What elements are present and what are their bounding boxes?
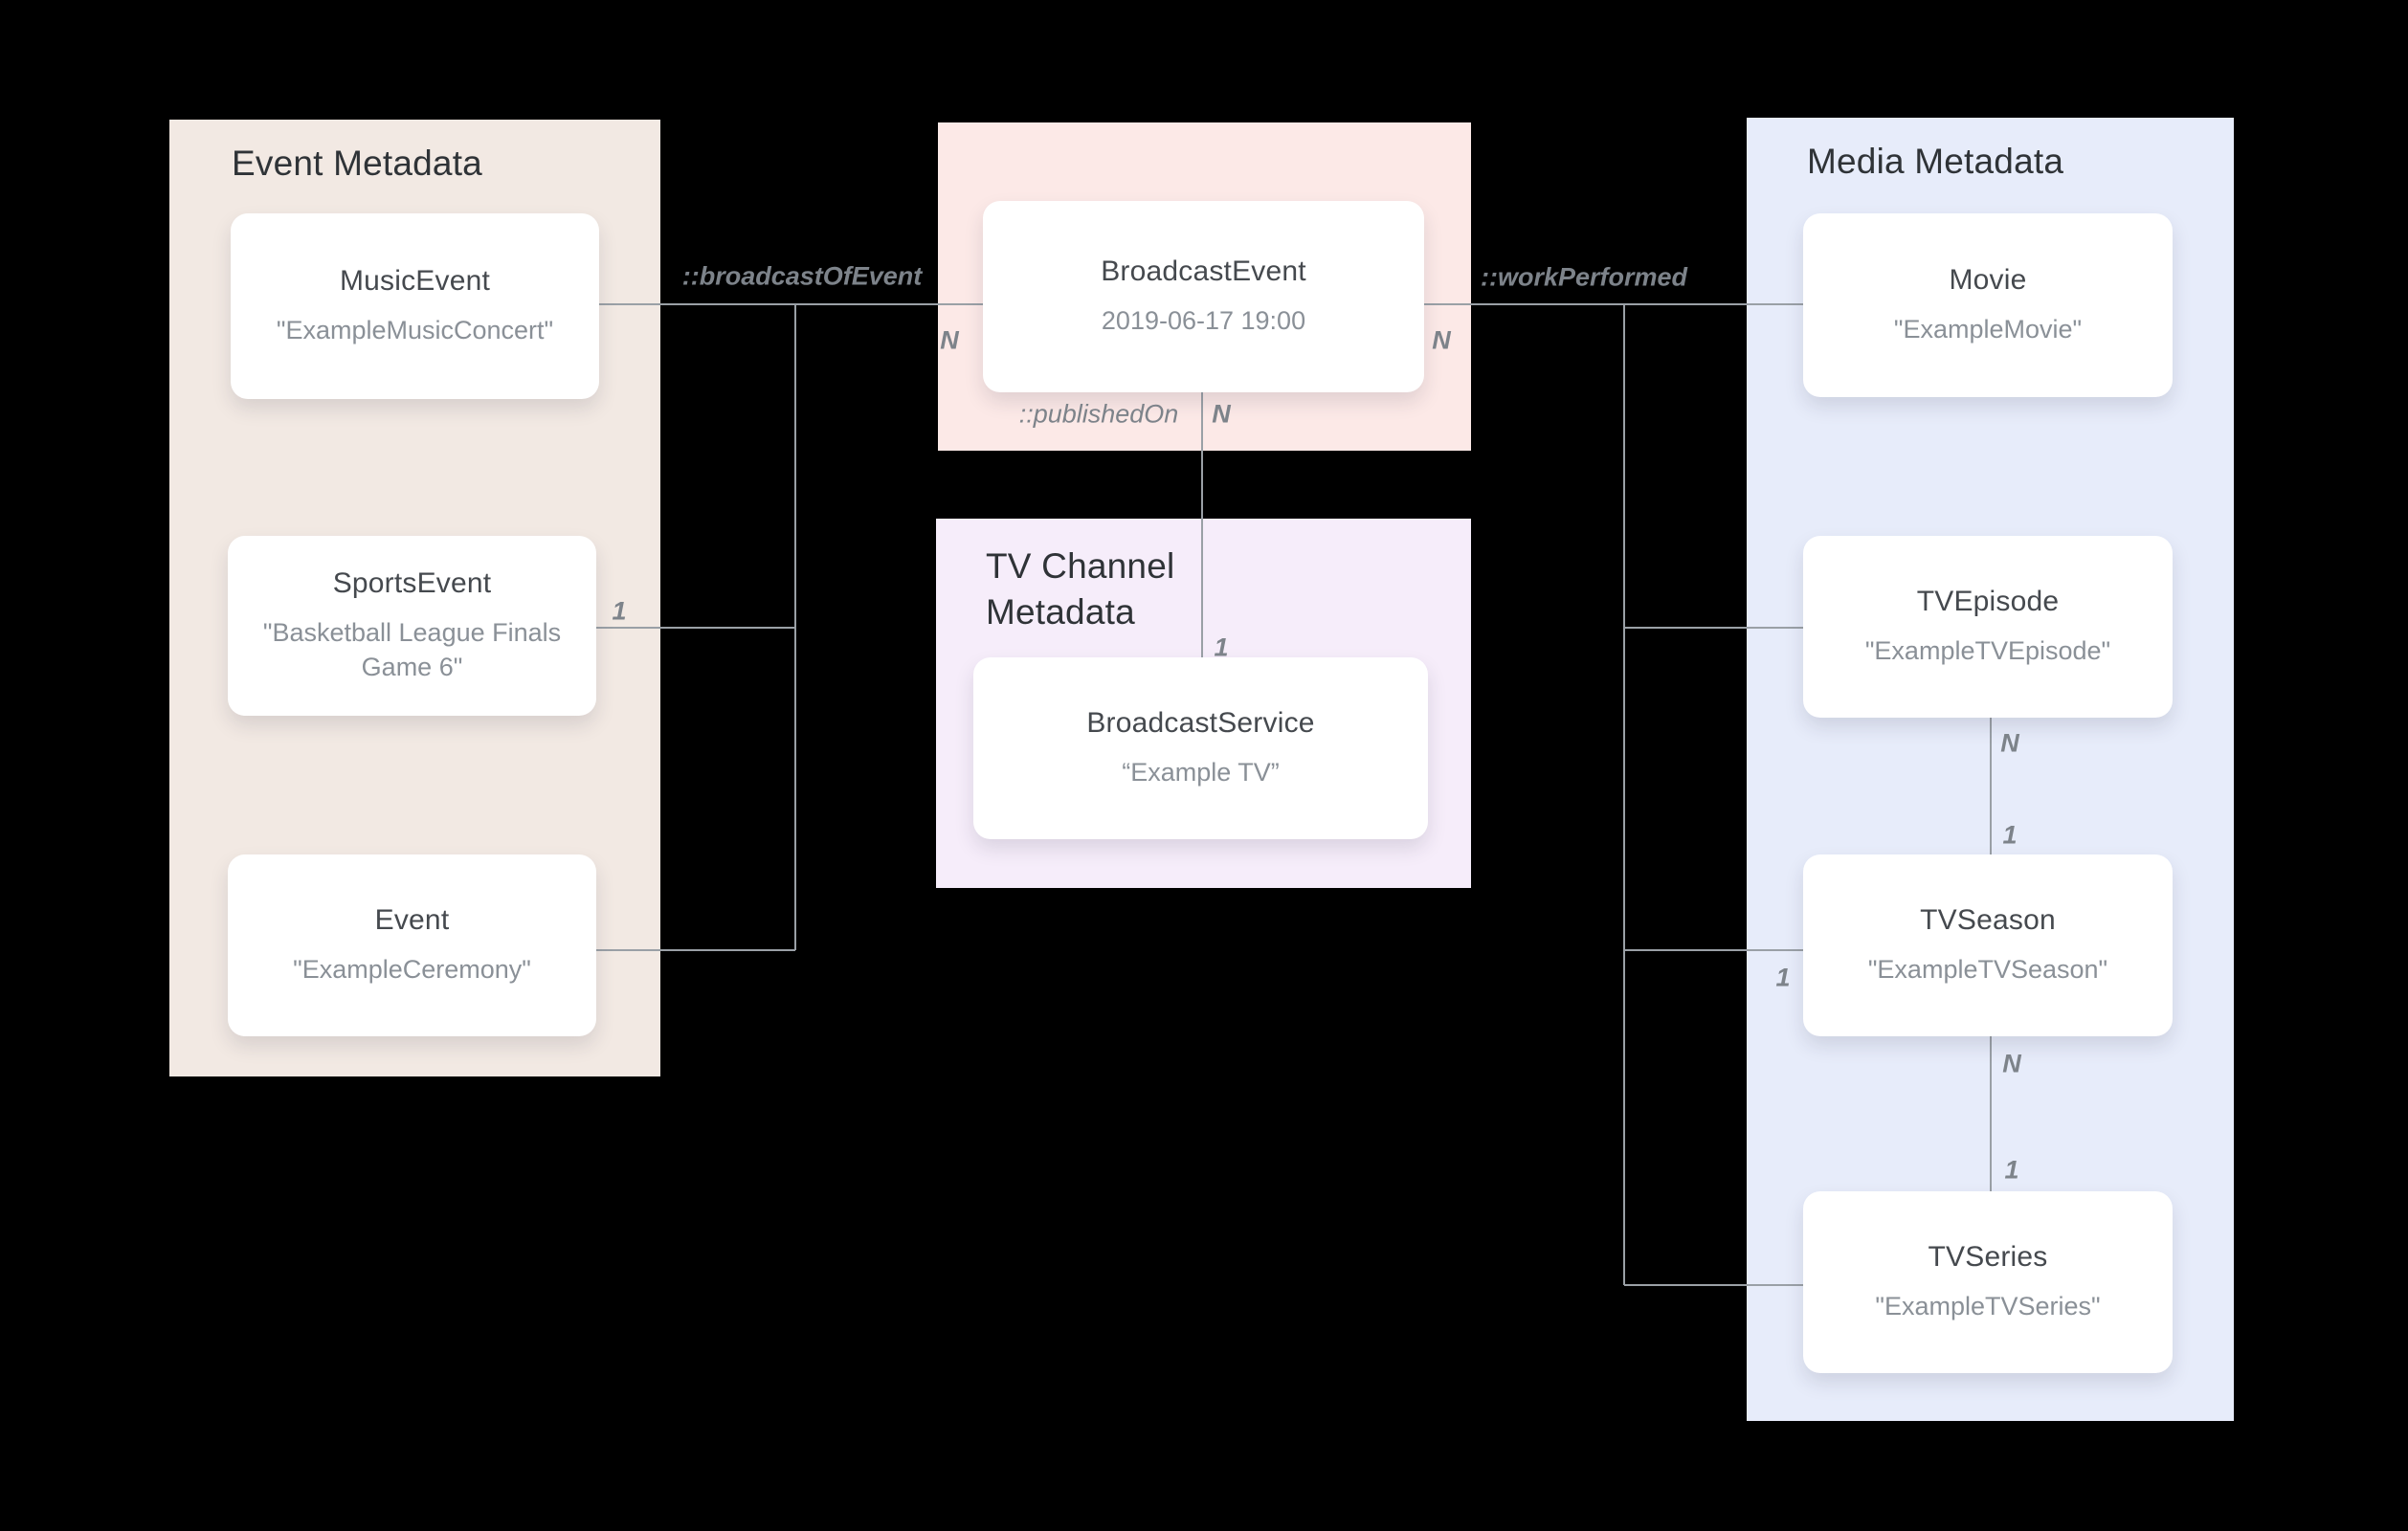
tv-series-name: TVSeries bbox=[1928, 1240, 2048, 1273]
sports-event-name: SportsEvent bbox=[332, 566, 492, 599]
episode-to-season-line bbox=[1990, 718, 1992, 854]
cardinality-n-broadcast-left: N bbox=[940, 325, 959, 355]
tv-season-node: TVSeason "ExampleTVSeason" bbox=[1803, 854, 2173, 1036]
broadcast-service-name: BroadcastService bbox=[1086, 706, 1315, 739]
tv-channel-metadata-title: TV Channel Metadata bbox=[986, 546, 1175, 632]
music-event-value: "ExampleMusicConcert" bbox=[276, 315, 554, 344]
broadcast-of-event-line bbox=[599, 303, 983, 305]
work-performed-label: ::workPerformed bbox=[1480, 262, 1688, 292]
cardinality-1-sports-event: 1 bbox=[612, 596, 627, 626]
event-trunk-line bbox=[794, 304, 796, 950]
broadcast-of-event-label: ::broadcastOfEvent bbox=[681, 261, 923, 291]
music-event-node: MusicEvent "ExampleMusicConcert" bbox=[231, 213, 599, 399]
movie-node: Movie "ExampleMovie" bbox=[1803, 213, 2173, 397]
movie-value: "ExampleMovie" bbox=[1893, 314, 2083, 344]
cardinality-1-broadcast-service: 1 bbox=[1214, 632, 1229, 662]
event-name: Event bbox=[374, 903, 450, 936]
cardinality-n-season-bottom: N bbox=[2002, 1049, 2021, 1078]
movie-name: Movie bbox=[1949, 263, 2027, 296]
broadcast-service-node: BroadcastService “Example TV” bbox=[973, 657, 1428, 839]
work-performed-line bbox=[1424, 303, 1803, 305]
sports-event-node: SportsEvent "Basketball League Finals Ga… bbox=[228, 536, 596, 716]
cardinality-n-episode-bottom: N bbox=[2000, 728, 2019, 758]
tv-season-name: TVSeason bbox=[1920, 903, 2056, 936]
broadcast-event-value: 2019-06-17 19:00 bbox=[1101, 305, 1306, 335]
tv-episode-node: TVEpisode "ExampleTVEpisode" bbox=[1803, 536, 2173, 718]
published-on-line bbox=[1201, 392, 1203, 657]
cardinality-1-season-left: 1 bbox=[1775, 963, 1791, 992]
event-value: "ExampleCeremony" bbox=[293, 954, 531, 984]
cardinality-1-series-top: 1 bbox=[2004, 1155, 2019, 1185]
music-event-name: MusicEvent bbox=[339, 264, 491, 297]
published-on-label: ::publishedOn bbox=[1018, 399, 1179, 429]
tv-season-value: "ExampleTVSeason" bbox=[1867, 954, 2108, 984]
media-trunk-line bbox=[1623, 304, 1625, 1285]
broadcast-event-name: BroadcastEvent bbox=[1101, 255, 1306, 287]
tv-episode-branch-line bbox=[1624, 627, 1803, 629]
tv-season-branch-line bbox=[1624, 949, 1803, 951]
event-node: Event "ExampleCeremony" bbox=[228, 854, 596, 1036]
cardinality-1-season-top: 1 bbox=[2002, 820, 2018, 850]
event-branch-line bbox=[596, 949, 795, 951]
season-to-series-line bbox=[1990, 1036, 1992, 1191]
tv-episode-value: "ExampleTVEpisode" bbox=[1864, 635, 2111, 665]
tv-series-branch-line bbox=[1624, 1284, 1803, 1286]
cardinality-n-broadcast-right: N bbox=[1432, 325, 1451, 355]
media-metadata-title: Media Metadata bbox=[1807, 142, 2064, 181]
broadcast-event-node: BroadcastEvent 2019-06-17 19:00 bbox=[983, 201, 1424, 392]
sports-event-value: "Basketball League Finals Game 6" bbox=[262, 617, 562, 681]
broadcast-service-value: “Example TV” bbox=[1122, 757, 1280, 787]
event-metadata-title: Event Metadata bbox=[232, 144, 482, 183]
tv-series-node: TVSeries "ExampleTVSeries" bbox=[1803, 1191, 2173, 1373]
tv-episode-name: TVEpisode bbox=[1916, 585, 2060, 617]
sports-event-branch-line bbox=[596, 627, 795, 629]
cardinality-n-published-on: N bbox=[1212, 399, 1231, 429]
tv-series-value: "ExampleTVSeries" bbox=[1875, 1291, 2101, 1320]
